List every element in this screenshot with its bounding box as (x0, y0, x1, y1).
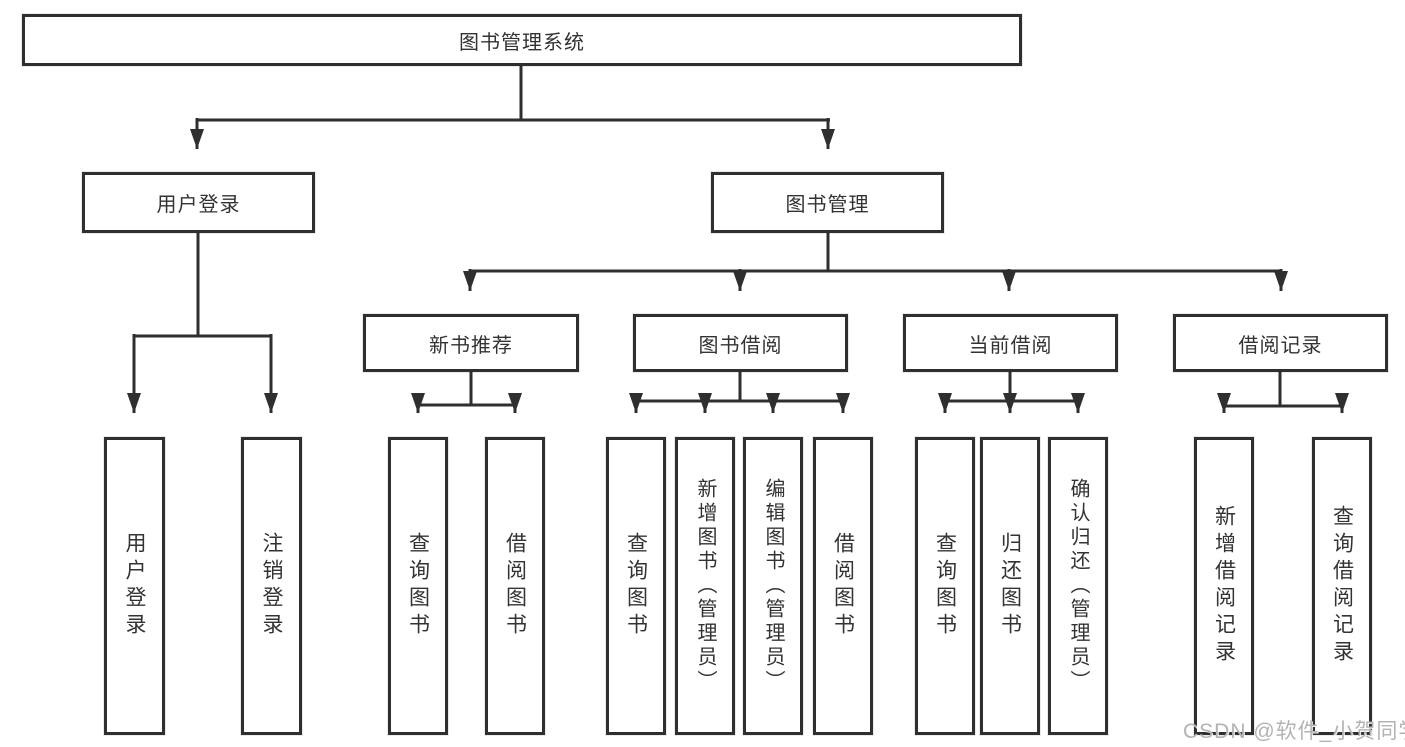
leaf-br-add-record-label: 新增借阅记录 (1212, 505, 1236, 667)
leaf-bb-query-books-label: 查询图书 (624, 532, 648, 640)
leaf-cb-return-books-label: 归还图书 (998, 532, 1022, 640)
node-user-login-label: 用户登录 (156, 194, 241, 216)
node-current-borrowing: 当前借阅 (903, 314, 1118, 372)
leaf-bb-borrow-books: 借阅图书 (813, 437, 873, 735)
leaf-bb-query-books: 查询图书 (606, 437, 666, 735)
leaf-logout-label: 注销登录 (260, 532, 283, 640)
node-root: 图书管理系统 (22, 14, 1022, 66)
node-borrowing-records: 借阅记录 (1173, 314, 1388, 372)
leaf-bb-borrow-books-label: 借阅图书 (831, 532, 855, 640)
leaf-rec-borrow-books-label: 借阅图书 (503, 532, 527, 640)
leaf-user-login: 用户登录 (104, 437, 165, 735)
leaf-rec-borrow-books: 借阅图书 (485, 437, 545, 735)
node-current-borrowing-label: 当前借阅 (968, 334, 1053, 357)
leaf-rec-query-books-label: 查询图书 (406, 532, 430, 640)
leaf-cb-confirm-return-admin-label: 确认归还（管理员） (1067, 478, 1089, 694)
leaf-logout: 注销登录 (241, 437, 302, 735)
node-user-login: 用户登录 (82, 172, 315, 233)
leaf-rec-query-books: 查询图书 (388, 437, 448, 735)
leaf-br-add-record: 新增借阅记录 (1194, 437, 1254, 735)
leaf-bb-edit-books-admin: 编辑图书（管理员） (743, 437, 803, 735)
node-book-management: 图书管理 (711, 172, 944, 233)
leaf-br-query-record: 查询借阅记录 (1312, 437, 1372, 735)
node-borrowing-records-label: 借阅记录 (1238, 334, 1323, 357)
leaf-bb-edit-books-admin-label: 编辑图书（管理员） (762, 478, 784, 694)
leaf-bb-add-books-admin: 新增图书（管理员） (675, 437, 735, 735)
leaf-br-query-record-label: 查询借阅记录 (1330, 505, 1354, 667)
leaf-cb-confirm-return-admin: 确认归还（管理员） (1048, 437, 1108, 735)
node-book-management-label: 图书管理 (785, 194, 870, 216)
node-new-book-recommendation: 新书推荐 (363, 314, 579, 372)
leaf-bb-add-books-admin-label: 新增图书（管理员） (694, 478, 716, 694)
leaf-cb-query-books-label: 查询图书 (933, 532, 957, 640)
node-book-borrowing: 图书借阅 (633, 314, 848, 372)
leaf-user-login-label: 用户登录 (123, 532, 146, 640)
csdn-watermark: CSDN @软件_小贺同学 (1183, 720, 1405, 743)
node-new-book-recommendation-label: 新书推荐 (429, 334, 513, 357)
leaf-cb-return-books: 归还图书 (980, 437, 1040, 735)
node-book-borrowing-label: 图书借阅 (698, 334, 783, 357)
node-root-label: 图书管理系统 (459, 31, 585, 54)
leaf-cb-query-books: 查询图书 (915, 437, 975, 735)
